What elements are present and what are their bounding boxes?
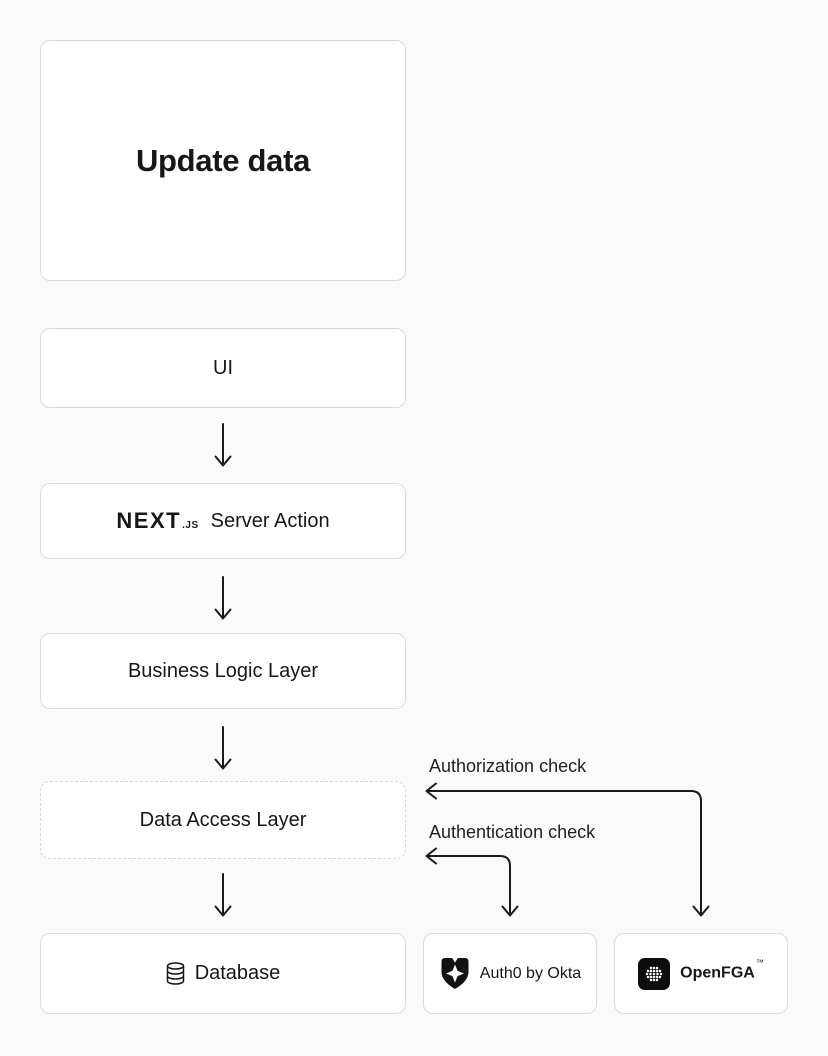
edge-label-authorization-check: Authorization check (429, 756, 587, 776)
arrow-data-access-to-database (214, 873, 232, 917)
nextjs-js-suffix: .JS (182, 520, 199, 531)
node-openfga: OpenFGA™ (614, 933, 788, 1014)
node-data-access-label: Data Access Layer (139, 808, 307, 831)
node-data-access: Data Access Layer (40, 781, 406, 859)
nextjs-logo-icon: NEXT .JS (116, 508, 198, 534)
node-update-data: Update data (40, 40, 406, 281)
arrow-authentication-check (425, 847, 519, 917)
node-database: Database (40, 933, 406, 1014)
node-auth0: Auth0 by Okta (423, 933, 597, 1014)
trademark-symbol: ™ (755, 958, 764, 968)
node-business-logic-label: Business Logic Layer (127, 659, 319, 682)
node-auth0-label: Auth0 by Okta (479, 964, 582, 982)
openfga-dots-icon (638, 957, 671, 990)
auth0-shield-icon (441, 958, 469, 989)
node-ui-label: UI (213, 356, 233, 379)
node-business-logic: Business Logic Layer (40, 633, 406, 709)
database-cylinder-icon (166, 962, 184, 985)
diagram-title: Update data (135, 142, 311, 178)
arrow-server-action-to-business-logic (214, 576, 232, 620)
arrow-authorization-check (425, 782, 710, 917)
node-ui: UI (40, 328, 406, 408)
nextjs-wordmark: NEXT (116, 508, 182, 533)
edge-label-authentication-check: Authentication check (429, 822, 596, 842)
arrow-business-logic-to-data-access (214, 726, 232, 770)
node-server-action-label: Server Action (210, 509, 330, 532)
node-server-action: NEXT .JS Server Action (40, 483, 406, 559)
node-openfga-label: OpenFGA™ (680, 958, 764, 982)
node-database-label: Database (194, 962, 281, 984)
arrow-ui-to-server-action (214, 423, 232, 467)
